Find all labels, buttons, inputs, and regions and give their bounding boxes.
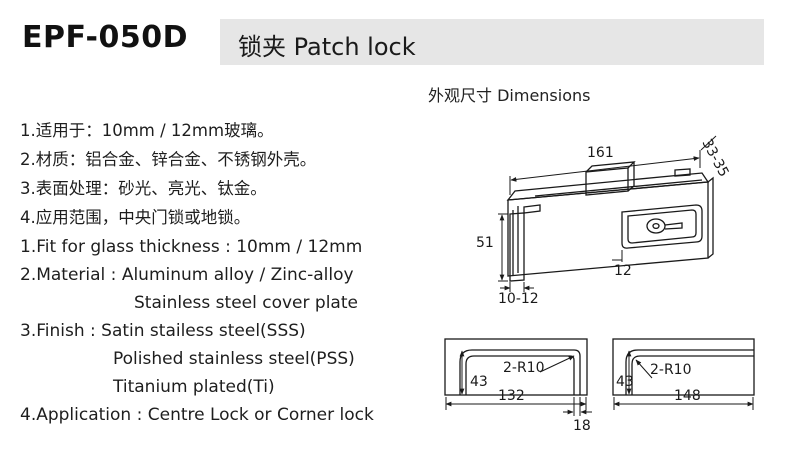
spec-en-finish: 3.Finish : Satin stailess steel(SSS): [20, 321, 306, 341]
profile-b-height: 43: [616, 374, 634, 390]
profile-a-width: 132: [498, 388, 525, 404]
spec-cn-4: 4.应用范围，中央门锁或地锁。: [20, 208, 251, 227]
spec-en-finish-3: Titanium plated(Ti): [113, 377, 275, 397]
dim-height: 51: [476, 235, 494, 251]
spec-en-fit: 1.Fit for glass thickness : 10mm / 12mm: [20, 237, 363, 257]
spec-en-application: 4.Application : Centre Lock or Corner lo…: [20, 405, 374, 425]
profile-b-radius: 2-R10: [650, 362, 692, 378]
title-bar: 锁夹 Patch lock: [220, 19, 764, 65]
dimension-lines-3d: [498, 135, 717, 292]
product-title: 锁夹 Patch lock: [238, 33, 416, 61]
dim-glass: 10-12: [498, 291, 539, 307]
spec-en-material-2: Stainless steel cover plate: [134, 293, 358, 313]
profile-a-drawing: [444, 338, 588, 396]
profile-a-dimensions: [445, 350, 592, 416]
profile-a-height: 43: [470, 374, 488, 390]
profile-b-width: 148: [674, 388, 701, 404]
dim-offset: 12: [614, 263, 632, 279]
profile-a-radius: 2-R10: [503, 360, 545, 376]
header: EPF-050D 锁夹 Patch lock: [0, 0, 800, 80]
profile-b-drawing: [612, 338, 755, 396]
model-number: EPF-050D: [22, 20, 189, 55]
spec-en-material: 2.Material : Aluminum alloy / Zinc-alloy: [20, 265, 354, 285]
dimensions-caption: 外观尺寸 Dimensions: [428, 86, 591, 105]
spec-cn-2: 2.材质：铝合金、锌合金、不锈钢外壳。: [20, 150, 317, 169]
dim-depth: 33-35: [698, 136, 731, 179]
dim-length: 161: [587, 145, 614, 161]
spec-cn-3: 3.表面处理：砂光、亮光、钛金。: [20, 179, 267, 198]
spec-en-finish-2: Polished stainless steel(PSS): [113, 349, 355, 369]
spec-cn-1: 1.适用于：10mm / 12mm玻璃。: [20, 121, 274, 140]
profile-b-dimensions: [613, 350, 754, 410]
patch-lock-isometric: [506, 161, 714, 282]
profile-a-gap: 18: [573, 418, 591, 434]
